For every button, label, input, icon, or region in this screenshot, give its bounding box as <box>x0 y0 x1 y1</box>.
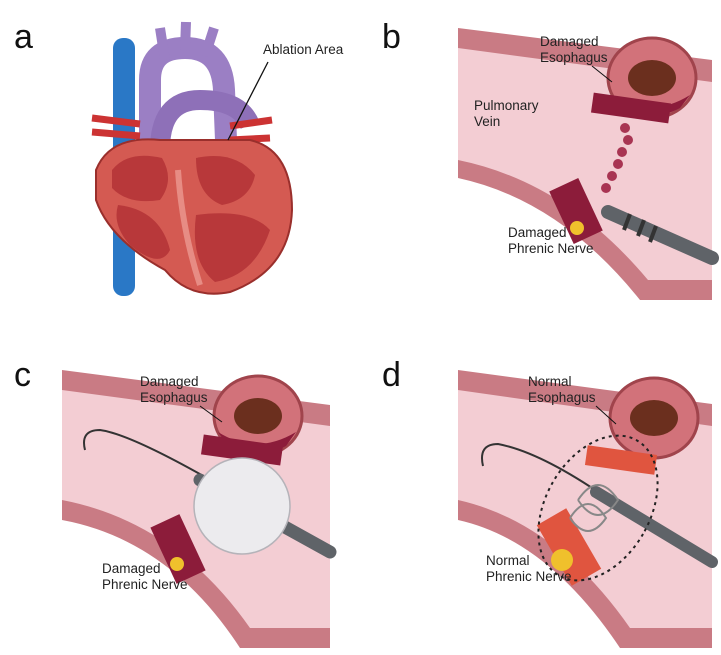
esophagus-label-2-d: Esophagus <box>528 390 596 405</box>
esophagus-label-1-d: Normal <box>528 374 572 389</box>
panel-d-letter: d <box>382 356 401 394</box>
panel-b: b Damaged Esophagus Pulmonary Vein Damag… <box>382 18 712 300</box>
panel-d: d Normal Esophagus Normal Phrenic Nerve <box>382 356 712 648</box>
left-atrium <box>112 156 168 201</box>
nerve-label-1-c: Damaged <box>102 561 161 576</box>
esophagus-label-1-b: Damaged <box>540 34 599 49</box>
panel-a-letter: a <box>14 18 33 56</box>
panel-c: c Damaged Esophagus Damaged Phrenic Nerv… <box>14 356 330 648</box>
ablation-area-label: Ablation Area <box>263 42 344 57</box>
nerve-label-2-d: Phrenic Nerve <box>486 569 572 584</box>
esophagus-label-2-b: Esophagus <box>540 50 608 65</box>
esophagus-label-1-c: Damaged <box>140 374 199 389</box>
esophagus-lumen-b <box>628 60 676 96</box>
phrenic-nerve-b <box>570 221 584 235</box>
nerve-label-2-b: Phrenic Nerve <box>508 241 594 256</box>
panel-c-letter: c <box>14 356 31 394</box>
esophagus-lumen-c <box>234 398 282 434</box>
panel-a: a Ablation Area <box>14 18 344 296</box>
nerve-label-1-b: Damaged <box>508 225 567 240</box>
phrenic-nerve-c <box>170 557 184 571</box>
nerve-label-2-c: Phrenic Nerve <box>102 577 188 592</box>
vein-label-2-b: Vein <box>474 114 500 129</box>
esophagus-label-2-c: Esophagus <box>140 390 208 405</box>
balloon-c <box>194 458 290 554</box>
esophagus-lumen-d <box>630 400 678 436</box>
panel-b-letter: b <box>382 18 401 56</box>
phrenic-nerve-d <box>551 549 573 571</box>
nerve-label-1-d: Normal <box>486 553 530 568</box>
vein-label-1-b: Pulmonary <box>474 98 539 113</box>
